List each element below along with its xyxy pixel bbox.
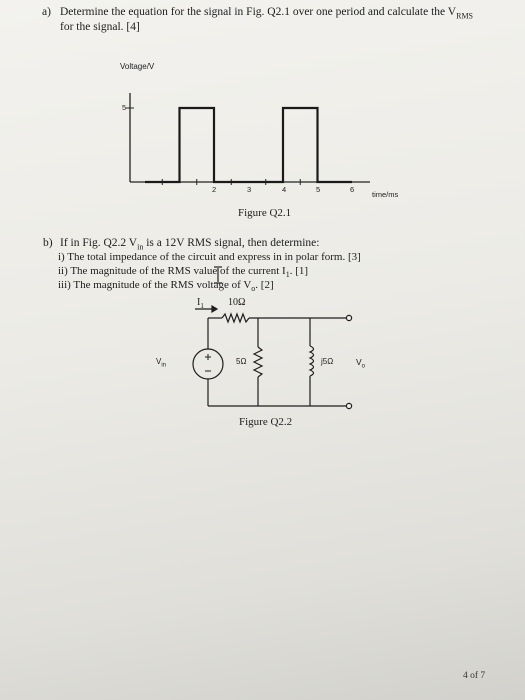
question-a-line2: for the signal. [4] (60, 21, 140, 33)
output-terminal-top (345, 314, 353, 322)
question-b-label: b) (43, 237, 53, 249)
vo-label-sub: o (361, 363, 366, 370)
vin-label: Vin (156, 357, 166, 369)
output-terminal-bottom (345, 402, 353, 410)
part-ii-a: ii) The magnitude of the RMS va (58, 265, 204, 277)
current-label-text: I (197, 297, 201, 308)
square-wave-signal (145, 106, 352, 184)
question-b-intro: If in Fig. Q2.2 Vin is a 12V RMS signal,… (60, 237, 319, 251)
voltage-source (192, 348, 224, 380)
y-axis-label: Voltage/V (120, 62, 155, 71)
vin-label-sub: in (161, 362, 167, 369)
vo-label: Vo (356, 357, 365, 370)
part-ii-c: . [1] (289, 265, 309, 277)
figure-q2-2-caption: Figure Q2.2 (239, 416, 293, 428)
part-iii-b: . [2] (255, 279, 274, 291)
x-tick-label-2: 2 (212, 185, 217, 194)
shunt-resistor (252, 346, 264, 378)
current-label-sub: 1 (200, 302, 204, 310)
vo-subscript: o (251, 284, 256, 294)
question-b-part-iii: iii) The magnitude of the RMS voltage of… (58, 279, 274, 293)
shunt-resistor-label: 5Ω (236, 357, 247, 366)
question-b-part-i: i) The total impedance of the circuit an… (58, 251, 361, 263)
reactance-label: j5Ω (321, 357, 334, 366)
figure-q2-1-caption: Figure Q2.1 (238, 207, 292, 219)
question-b-part-ii: ii) The magnitude of the RMS value of th… (58, 265, 308, 279)
question-a-text: Determine the equation for the signal in… (60, 6, 473, 20)
series-resistor-label: 10Ω (228, 297, 246, 308)
question-a-line1: Determine the equation for the signal in… (60, 6, 457, 18)
vrms-subscript: RMS (456, 11, 474, 21)
current-arrow-head (211, 304, 219, 314)
part-ii-b: lue of the current I (203, 265, 286, 277)
x-tick-label-5: 5 (316, 185, 321, 194)
x-tick-label-4: 4 (282, 185, 287, 194)
question-a-label: a) (42, 6, 51, 18)
i1-subscript: 1 (285, 270, 290, 280)
inductor-coil (308, 345, 315, 377)
vo-label-text: V (356, 357, 362, 367)
y-tick-label: 5 (122, 103, 127, 112)
text-cursor-icon (214, 266, 222, 284)
x-axis-label: time/ms (372, 190, 399, 199)
series-resistor (221, 312, 250, 324)
current-label: I1 (197, 297, 204, 310)
x-tick-label-3: 3 (247, 185, 252, 194)
part-iii-a: iii) The magnitude of the RMS voltage of… (58, 279, 252, 291)
vin-label-text: V (156, 357, 162, 366)
x-tick-label-6: 6 (350, 185, 355, 194)
question-b-intro-a: If in Fig. Q2.2 V (60, 237, 138, 249)
question-b-intro-b: is a 12V RMS signal, then determine: (143, 237, 320, 249)
page-number: 4 of 7 (463, 671, 486, 681)
vin-subscript: in (137, 242, 144, 252)
